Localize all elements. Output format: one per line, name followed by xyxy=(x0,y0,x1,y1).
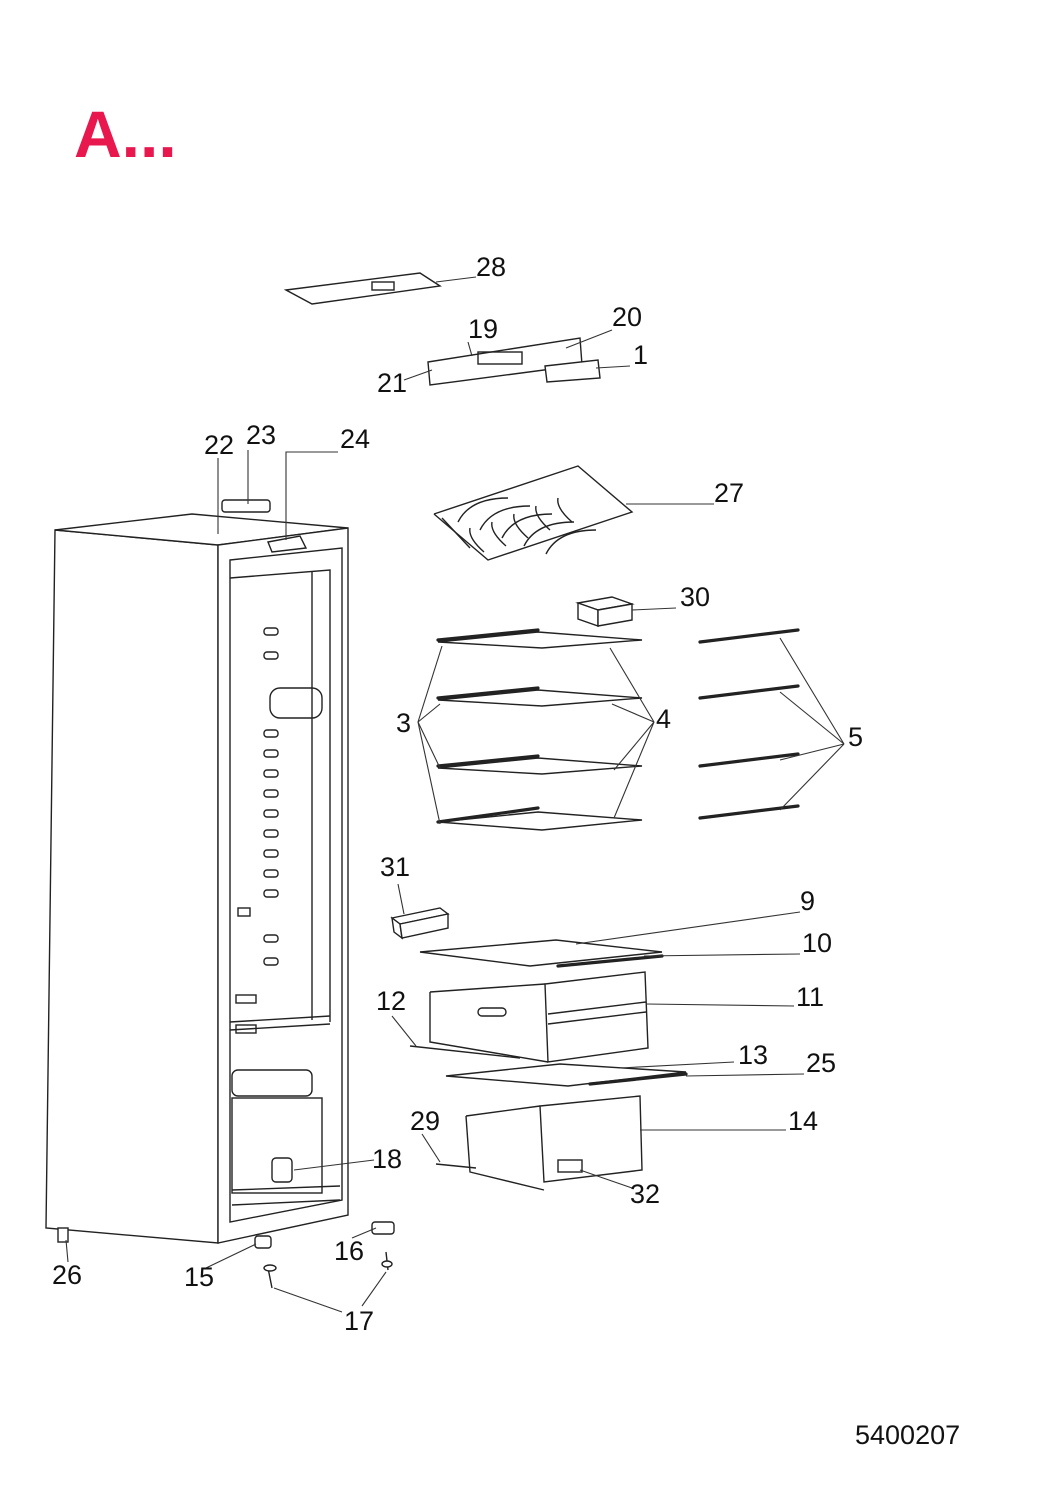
callout-3: 3 xyxy=(396,708,411,738)
box-30 xyxy=(575,596,635,627)
shelf-supports xyxy=(263,627,279,966)
callout-20: 20 xyxy=(612,302,642,332)
refrigerator-cabinet xyxy=(45,499,395,1289)
callout-15: 15 xyxy=(184,1262,214,1292)
document-id: 5400207 xyxy=(855,1420,961,1450)
callout-19: 19 xyxy=(468,314,498,344)
glass-shelves xyxy=(436,628,643,831)
callout-30: 30 xyxy=(680,582,710,612)
callout-25: 25 xyxy=(806,1048,836,1078)
callout-23: 23 xyxy=(246,420,276,450)
callout-18: 18 xyxy=(372,1144,402,1174)
leader-lines xyxy=(65,276,845,1313)
callout-26: 26 xyxy=(52,1260,82,1290)
callout-16: 16 xyxy=(334,1236,364,1266)
callout-13: 13 xyxy=(738,1040,768,1070)
crisper-cover xyxy=(419,939,664,968)
callout-21: 21 xyxy=(377,368,407,398)
callout-24: 24 xyxy=(340,424,370,454)
callout-4: 4 xyxy=(656,704,671,734)
crisper-drawer-upper xyxy=(409,971,649,1063)
page-title: A... xyxy=(74,97,177,171)
freezer-drawer xyxy=(435,1095,643,1191)
callout-29: 29 xyxy=(410,1106,440,1136)
crisper-cover-lower xyxy=(445,1063,688,1087)
callout-9: 9 xyxy=(800,886,815,916)
callout-1: 1 xyxy=(633,340,648,370)
control-panel-19 xyxy=(427,337,601,386)
callout-5: 5 xyxy=(848,722,863,752)
callout-31: 31 xyxy=(380,852,410,882)
callout-12: 12 xyxy=(376,986,406,1016)
callout-32: 32 xyxy=(630,1179,660,1209)
wire-rack-27 xyxy=(433,465,634,561)
callout-14: 14 xyxy=(788,1106,818,1136)
callout-labels: 28 19 20 1 21 22 23 24 27 30 3 4 5 31 9 … xyxy=(52,252,863,1336)
callout-10: 10 xyxy=(802,928,832,958)
callout-28: 28 xyxy=(476,252,506,282)
top-cover-28 xyxy=(283,272,442,305)
callout-22: 22 xyxy=(204,430,234,460)
shelf-trims xyxy=(698,628,800,820)
callout-11: 11 xyxy=(796,982,824,1012)
box-31 xyxy=(390,907,450,940)
callout-27: 27 xyxy=(714,478,744,508)
callout-17: 17 xyxy=(344,1306,374,1336)
